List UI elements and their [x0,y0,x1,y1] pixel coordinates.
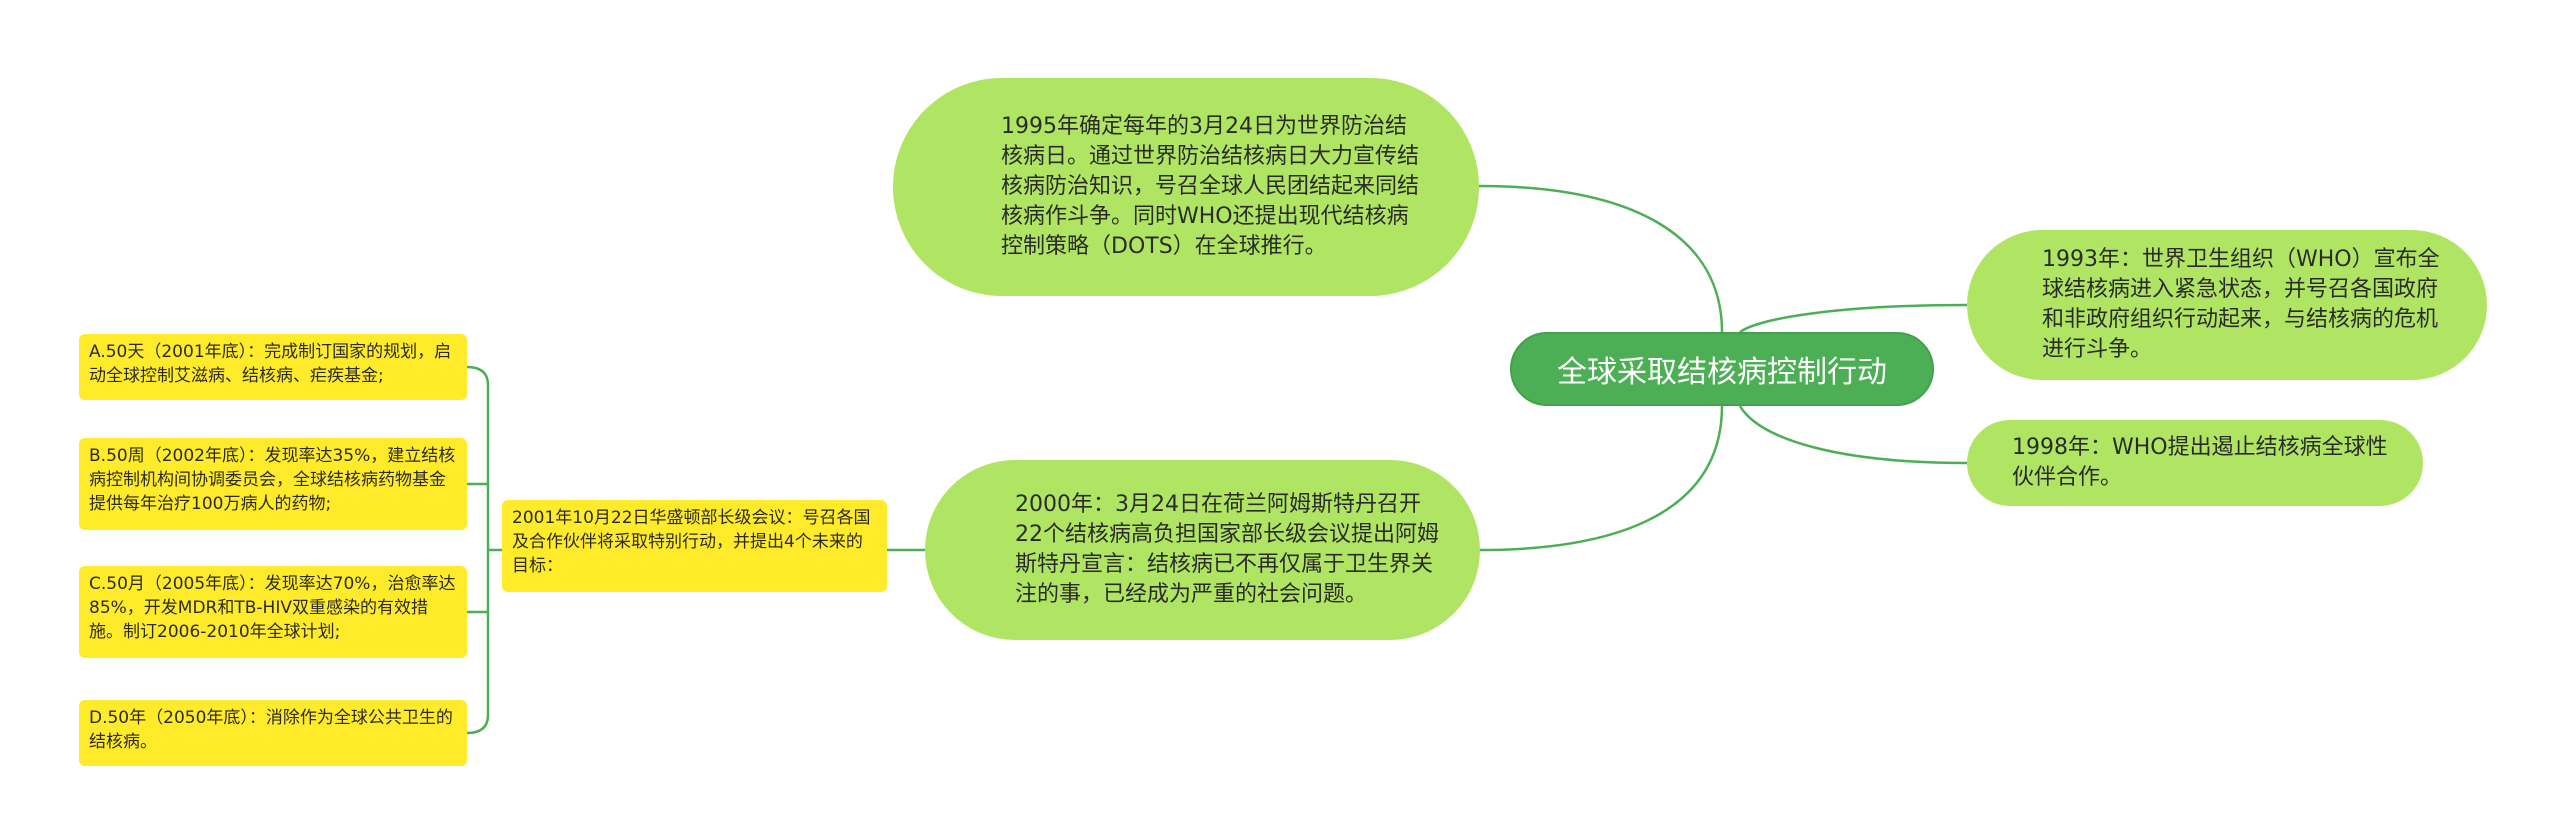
goal-b-text: B.50周（2002年底）：发现率达35%，建立结核病控制机构间协调委员会，全球… [89,446,456,514]
topic-2000-node[interactable]: 2000年：3月24日在荷兰阿姆斯特丹召开22个结核病高负担国家部长级会议提出阿… [925,460,1480,640]
goal-d-text: D.50年（2050年底）：消除作为全球公共卫生的结核病。 [89,708,453,752]
connector-meeting-bracket [466,365,502,735]
topic-1993-node[interactable]: 1993年：世界卫生组织（WHO）宣布全球结核病进入紧急状态，并号召各国政府和非… [1967,230,2487,380]
meeting-2001-text: 2001年10月22日华盛顿部长级会议：号召各国及合作伙伴将采取特别行动，并提出… [512,508,871,576]
center-topic[interactable]: 全球采取结核病控制行动 [1510,332,1934,406]
topic-1993-text: 1993年：世界卫生组织（WHO）宣布全球结核病进入紧急状态，并号召各国政府和非… [2042,247,2440,362]
topic-1998-text: 1998年：WHO提出遏止结核病全球性伙伴合作。 [2012,435,2388,490]
connector-center-topic1 [1478,184,1724,333]
goal-c-text: C.50月（2005年底）：发现率达70%，治愈率达85%，开发MDR和TB-H… [89,574,456,642]
topic-1995-text: 1995年确定每年的3月24日为世界防治结核病日。通过世界防治结核病日大力宣传结… [1001,114,1420,259]
goal-a-node[interactable]: A.50天（2001年底）：完成制订国家的规划，启动全球控制艾滋病、结核病、疟疾… [79,334,467,400]
connector-center-topic2 [1479,405,1724,552]
topic-2000-text: 2000年：3月24日在荷兰阿姆斯特丹召开22个结核病高负担国家部长级会议提出阿… [1015,492,1439,607]
topic-1998-node[interactable]: 1998年：WHO提出遏止结核病全球性伙伴合作。 [1967,420,2423,506]
goal-c-node[interactable]: C.50月（2005年底）：发现率达70%，治愈率达85%，开发MDR和TB-H… [79,566,467,658]
goal-b-node[interactable]: B.50周（2002年底）：发现率达35%，建立结核病控制机构间协调委员会，全球… [79,438,467,530]
topic-1995-node[interactable]: 1995年确定每年的3月24日为世界防治结核病日。通过世界防治结核病日大力宣传结… [893,78,1479,296]
connector-center-topic3 [1739,303,1968,334]
meeting-2001-node[interactable]: 2001年10月22日华盛顿部长级会议：号召各国及合作伙伴将采取特别行动，并提出… [502,500,887,592]
goal-a-text: A.50天（2001年底）：完成制订国家的规划，启动全球控制艾滋病、结核病、疟疾… [89,342,452,386]
connector-center-topic4 [1738,405,1968,465]
goal-d-node[interactable]: D.50年（2050年底）：消除作为全球公共卫生的结核病。 [79,700,467,766]
center-topic-label: 全球采取结核病控制行动 [1557,355,1887,390]
